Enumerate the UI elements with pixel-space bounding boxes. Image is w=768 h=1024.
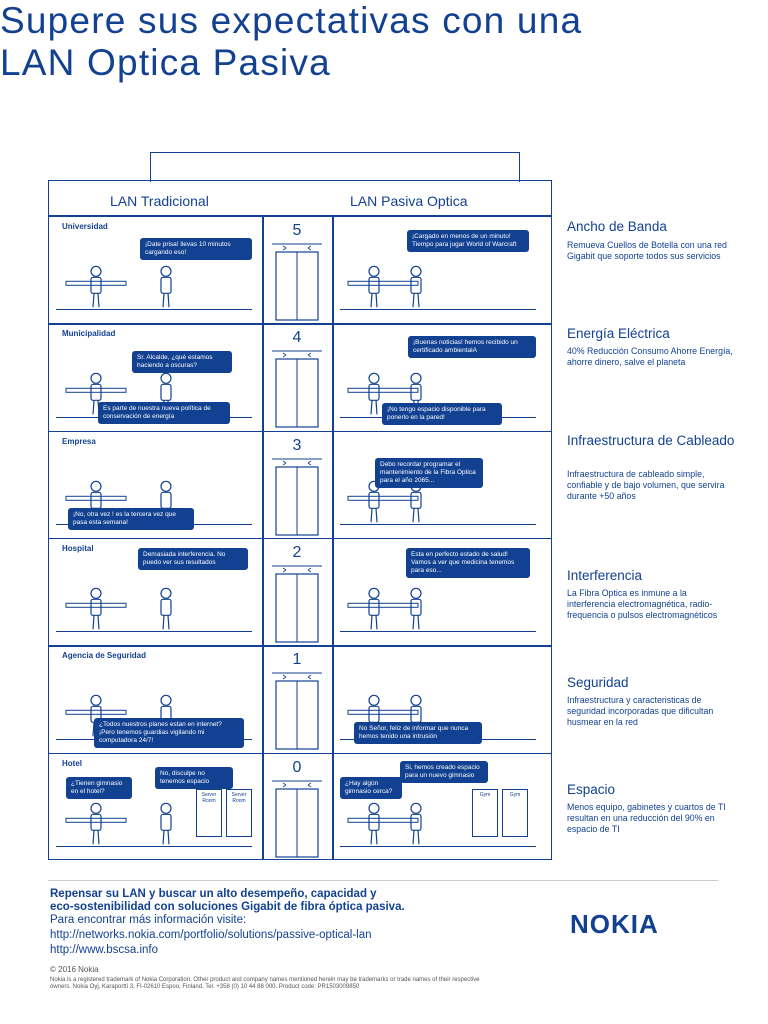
- elevator-door: [272, 243, 322, 321]
- footer-line3: Para encontrar más información visite:: [50, 914, 247, 926]
- elevator-door: [272, 780, 322, 858]
- floor-number: 5: [292, 222, 302, 239]
- floor-divider: [48, 752, 552, 754]
- floor-divider: [48, 323, 552, 325]
- benefit-text: La Fibra Optica es inmune a la interfere…: [567, 588, 718, 620]
- speech-bubble: ¡No tengo espacio disponible para ponerl…: [382, 403, 502, 425]
- benefit-text: 40% Reducción Consumo Ahorre Energía, ah…: [567, 346, 733, 367]
- speech-bubble: ¿Tienen gimnasio en el hotel?: [66, 777, 132, 799]
- floor-ground-right: [340, 309, 536, 311]
- speech-bubble: Demasiada interferencia. No puedo ver su…: [138, 548, 248, 570]
- building-header: [48, 180, 552, 216]
- speech-bubble: Debo recordar programar el mantenimiento…: [375, 458, 483, 488]
- benefit-text: Infraestructura de cableado simple, conf…: [567, 469, 725, 501]
- floor-illustration: [65, 802, 422, 844]
- floor-name: Universidad: [62, 222, 108, 231]
- speech-bubble: ¡Date prisa! llevas 10 minutos cargando …: [140, 238, 252, 260]
- benefit-title: Seguridad: [567, 675, 629, 690]
- floor-name: Municipalidad: [62, 329, 116, 339]
- benefit-title: Energía Eléctrica: [567, 326, 670, 341]
- footer-line1: Repensar su LAN y buscar un alto desempe…: [50, 888, 377, 901]
- elevator-door: [272, 458, 322, 536]
- copyright: © 2016 Nokia: [50, 965, 99, 974]
- benefit-title: Ancho de Banda: [567, 219, 667, 234]
- floor-illustration: [65, 587, 422, 630]
- benefit-title: Interferencia: [567, 568, 643, 583]
- benefit-text: Infraestructura y caracteristicas de seg…: [567, 695, 714, 727]
- floor-ground-left: [56, 631, 252, 633]
- speech-bubble: Es parte de nuestra nueva política de co…: [98, 402, 230, 424]
- floor-number: 4: [292, 329, 302, 347]
- floor-divider: [48, 537, 552, 540]
- elevator-door: [272, 672, 322, 750]
- floor-number: 2: [292, 543, 302, 561]
- speech-bubble: Si, hemos creado espacio para un nuevo g…: [400, 761, 488, 783]
- footer-divider: [48, 880, 718, 881]
- footer-line1-text: Repensar su LAN y buscar un alto desempe…: [50, 888, 377, 900]
- speech-bubble: ¿Hay algún gimnasio cerca?: [340, 777, 402, 799]
- room-door-sign: Server Room: [196, 788, 222, 837]
- room-door-sign: Gym: [502, 788, 528, 837]
- room-door-sign: Gym: [472, 788, 498, 837]
- page-title: Supere sus expectativas con una LAN Opti…: [0, 0, 583, 83]
- benefit-title: Espacio: [567, 782, 616, 797]
- floor-ground-right: [340, 523, 536, 525]
- benefit-text: Menos equipo, gabinetes y cuartos de TI …: [567, 802, 726, 834]
- legal-text: Nokia is a registered trademark of Nokia…: [50, 977, 480, 990]
- floor-number: 3: [292, 436, 302, 454]
- speech-bubble: Sr. Alcalde, ¿qué estamos haciendo a osc…: [132, 351, 232, 373]
- floor-ground-right: [340, 845, 536, 847]
- speech-bubble: ¡No, otra vez ! es la tercera vez que pa…: [68, 508, 194, 530]
- speech-bubble: No Señor, feliz de informar que nunca he…: [354, 722, 482, 744]
- floor-number: 0: [292, 758, 302, 776]
- benefit-text: Remueva Cuellos de Botella con una red G…: [567, 240, 727, 261]
- room-door-sign: Server Room: [226, 788, 252, 837]
- floor-name: Empresa: [62, 436, 96, 446]
- floor-divider: [48, 430, 552, 433]
- floor-ground-left: [56, 309, 252, 311]
- floor-illustration: [65, 265, 422, 308]
- floor-ground-left: [56, 845, 252, 847]
- elevator-door: [272, 350, 322, 428]
- speech-bubble: No, disculpe no tenemos espacio: [155, 767, 233, 789]
- elevator-door: [272, 565, 322, 643]
- footer-line2: eco-sostenibilidad con soluciones Gigabi…: [50, 901, 405, 913]
- floor-name: Hospital: [62, 543, 94, 553]
- floor-name: Agencia de Seguridad: [62, 651, 147, 661]
- floor-name: Hotel: [62, 758, 82, 768]
- benefit-title: Infraestructura de Cableado: [567, 433, 735, 448]
- speech-bubble: ¡Buenas noticias! hemos recibido un cert…: [408, 336, 536, 358]
- speech-bubble: ¡Cargado en menos de un minuto! Tiempo p…: [407, 230, 529, 252]
- footer-url-nokia[interactable]: http://networks.nokia.com/portfolio/solu…: [50, 929, 372, 941]
- footer-url-bscsa[interactable]: http://www.bscsa.info: [50, 944, 159, 956]
- header-optical-label: LAN Pasiva Optica: [350, 193, 468, 209]
- floor-ground-right: [340, 631, 536, 633]
- speech-bubble: ¿Todos nuestros planes estan en internet…: [94, 718, 244, 748]
- nokia-logo: NOKIA: [570, 909, 659, 939]
- floor-number: 1: [292, 651, 302, 669]
- floor-divider: [48, 645, 552, 647]
- building-roof: [150, 152, 520, 182]
- speech-bubble: Esta en perfecto estado de salud! Vamos …: [406, 548, 530, 578]
- header-traditional-label: LAN Tradicional: [110, 193, 209, 209]
